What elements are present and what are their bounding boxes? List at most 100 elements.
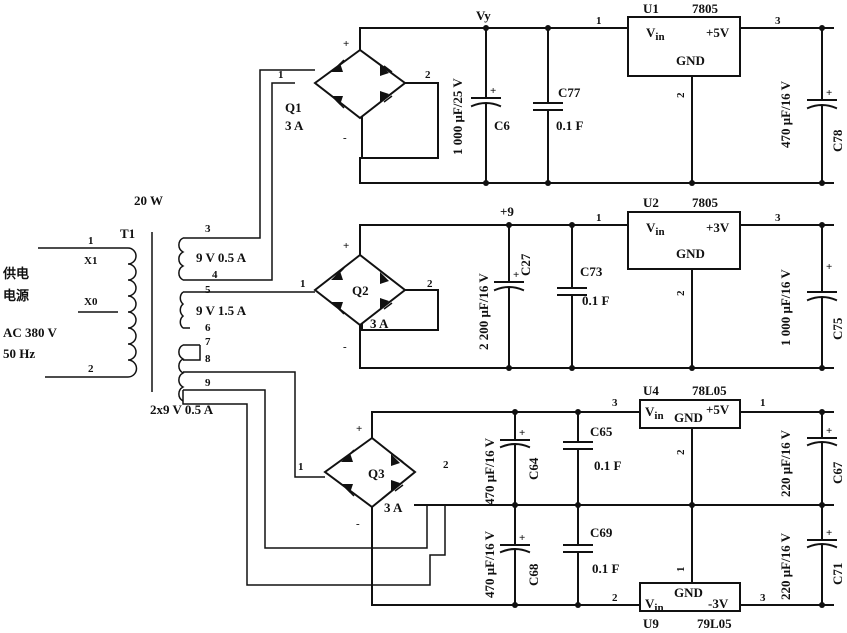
regulator-u9: U9 79L05 2 3 1 Vin GND -3V (612, 504, 766, 631)
u2-ref: U2 (643, 195, 659, 210)
transformer-ref: T1 (120, 226, 135, 241)
rail-vy: Vy (476, 8, 491, 23)
c27-value: 2 200 μF/16 V (476, 273, 491, 350)
q3-plus: + (356, 423, 362, 435)
u2-pin-out: 3 (775, 212, 781, 224)
q2-rating: 3 A (370, 316, 389, 331)
supply-label-1: 供电 (2, 266, 29, 282)
svg-text:+: + (513, 269, 519, 281)
u9-out: -3V (708, 596, 729, 611)
u2-part: 7805 (692, 195, 719, 210)
c71-ref: C71 (830, 563, 845, 585)
u1-ref: U1 (643, 1, 659, 16)
u2-pin-gnd: 2 (675, 290, 687, 296)
secondary-coil-1 (178, 237, 185, 281)
svg-text:+: + (826, 261, 832, 273)
q2-plus: + (343, 240, 349, 252)
capacitor-c78: + C78 470 μF/16 V (778, 27, 845, 184)
sec1-pin-3: 3 (205, 223, 211, 235)
rail-plus9: +9 (500, 204, 514, 219)
c75-value: 1 000 μF/16 V (778, 269, 793, 346)
c27-ref: C27 (518, 253, 533, 276)
c69-ref: C69 (590, 525, 613, 540)
u4-pin-out: 1 (760, 397, 766, 409)
c64-ref: C64 (526, 457, 541, 480)
svg-text:Vin: Vin (645, 596, 664, 614)
rail-1: Vy + C6 1 000 μF/25 V C77 0.1 F U1 7805 … (359, 1, 845, 186)
capacitor-c68: + C68 470 μF/16 V (482, 504, 541, 606)
c65-value: 0.1 F (594, 458, 622, 473)
c6-ref: C6 (494, 118, 510, 133)
c73-ref: C73 (580, 264, 603, 279)
u4-pin-gnd: 2 (675, 449, 687, 455)
c68-ref: C68 (526, 563, 541, 586)
capacitor-c69: C69 0.1 F (563, 504, 620, 606)
u2-gnd: GND (676, 246, 705, 261)
svg-text:+: + (490, 85, 496, 97)
c67-ref: C67 (830, 461, 845, 484)
q1-minus: - (343, 132, 347, 144)
q1-ref: Q1 (285, 100, 302, 115)
svg-text:+: + (826, 527, 832, 539)
sec3-pin-9: 9 (205, 377, 211, 389)
supply-frequency: 50 Hz (3, 346, 35, 361)
bridge-q1: + - 1 2 Q1 3 A (278, 27, 834, 159)
svg-text:Vin: Vin (645, 404, 664, 422)
q3-rating: 3 A (384, 500, 403, 515)
transformer-t1: T1 20 W 1 X1 X0 2 供电 电源 AC 380 V 50 Hz 3… (2, 193, 247, 417)
c67-value: 220 μF/16 V (778, 429, 793, 497)
c64-value: 470 μF/16 V (482, 437, 497, 505)
capacitor-c73: C73 0.1 F (557, 224, 610, 369)
u1-gnd: GND (676, 53, 705, 68)
rail-3: + C64 470 μF/16 V C65 0.1 F + C68 470 μF… (482, 383, 845, 631)
primary-coil (127, 247, 138, 378)
svg-text:+: + (519, 532, 525, 544)
diode-icon (331, 59, 393, 109)
u4-part: 78L05 (692, 383, 727, 398)
u1-part: 7805 (692, 1, 719, 16)
c69-value: 0.1 F (592, 561, 620, 576)
regulator-u2: U2 7805 1 3 2 Vin +3V GND (596, 195, 781, 369)
q2-minus: - (343, 341, 347, 353)
sec2-pin-6: 6 (205, 322, 211, 334)
u9-pin-out: 3 (760, 592, 766, 604)
svg-text:+: + (826, 425, 832, 437)
sec3-rating: 2x9 V 0.5 A (150, 402, 214, 417)
u9-pin-gnd: 1 (675, 567, 687, 573)
u9-ref: U9 (643, 616, 659, 631)
sec2-pin-5: 5 (205, 284, 211, 296)
q3-ac1: 1 (298, 461, 304, 473)
sec2-rating: 9 V 1.5 A (196, 303, 247, 318)
c75-ref: C75 (830, 317, 845, 340)
u2-pin-in: 1 (596, 212, 602, 224)
sec3-pin-7: 7 (205, 336, 211, 348)
capacitor-c71: + C71 220 μF/16 V (778, 504, 845, 606)
q3-minus: - (356, 518, 360, 530)
bridge-q2: + - 1 2 Q2 3 A (300, 224, 834, 369)
secondary-coil-3 (178, 344, 185, 402)
u9-part: 79L05 (697, 616, 732, 631)
primary-tap-x0: X0 (84, 296, 98, 308)
secondary-wiring (182, 69, 446, 586)
q1-rating: 3 A (285, 118, 304, 133)
primary-pin-1: 1 (88, 235, 94, 247)
c77-value: 0.1 F (556, 118, 584, 133)
capacitor-c77: C77 0.1 F (533, 27, 584, 184)
c65-ref: C65 (590, 424, 613, 439)
svg-text:+: + (519, 427, 525, 439)
c6-value: 1 000 μF/25 V (450, 78, 465, 155)
capacitor-c65: C65 0.1 F (563, 411, 622, 506)
regulator-u1: U1 7805 1 3 2 Vin +5V GND (596, 1, 781, 184)
c78-value: 470 μF/16 V (778, 80, 793, 148)
u1-pin-in: 1 (596, 15, 602, 27)
primary-tap-x1: X1 (84, 255, 97, 267)
q2-ref: Q2 (352, 283, 369, 298)
primary-pin-2: 2 (88, 363, 94, 375)
diode-icon (341, 449, 404, 497)
svg-text:Vin: Vin (646, 220, 665, 238)
q2-ac1: 1 (300, 278, 306, 290)
capacitor-c67: + C67 220 μF/16 V (778, 411, 845, 506)
c78-ref: C78 (830, 129, 845, 152)
u4-out: +5V (706, 402, 730, 417)
